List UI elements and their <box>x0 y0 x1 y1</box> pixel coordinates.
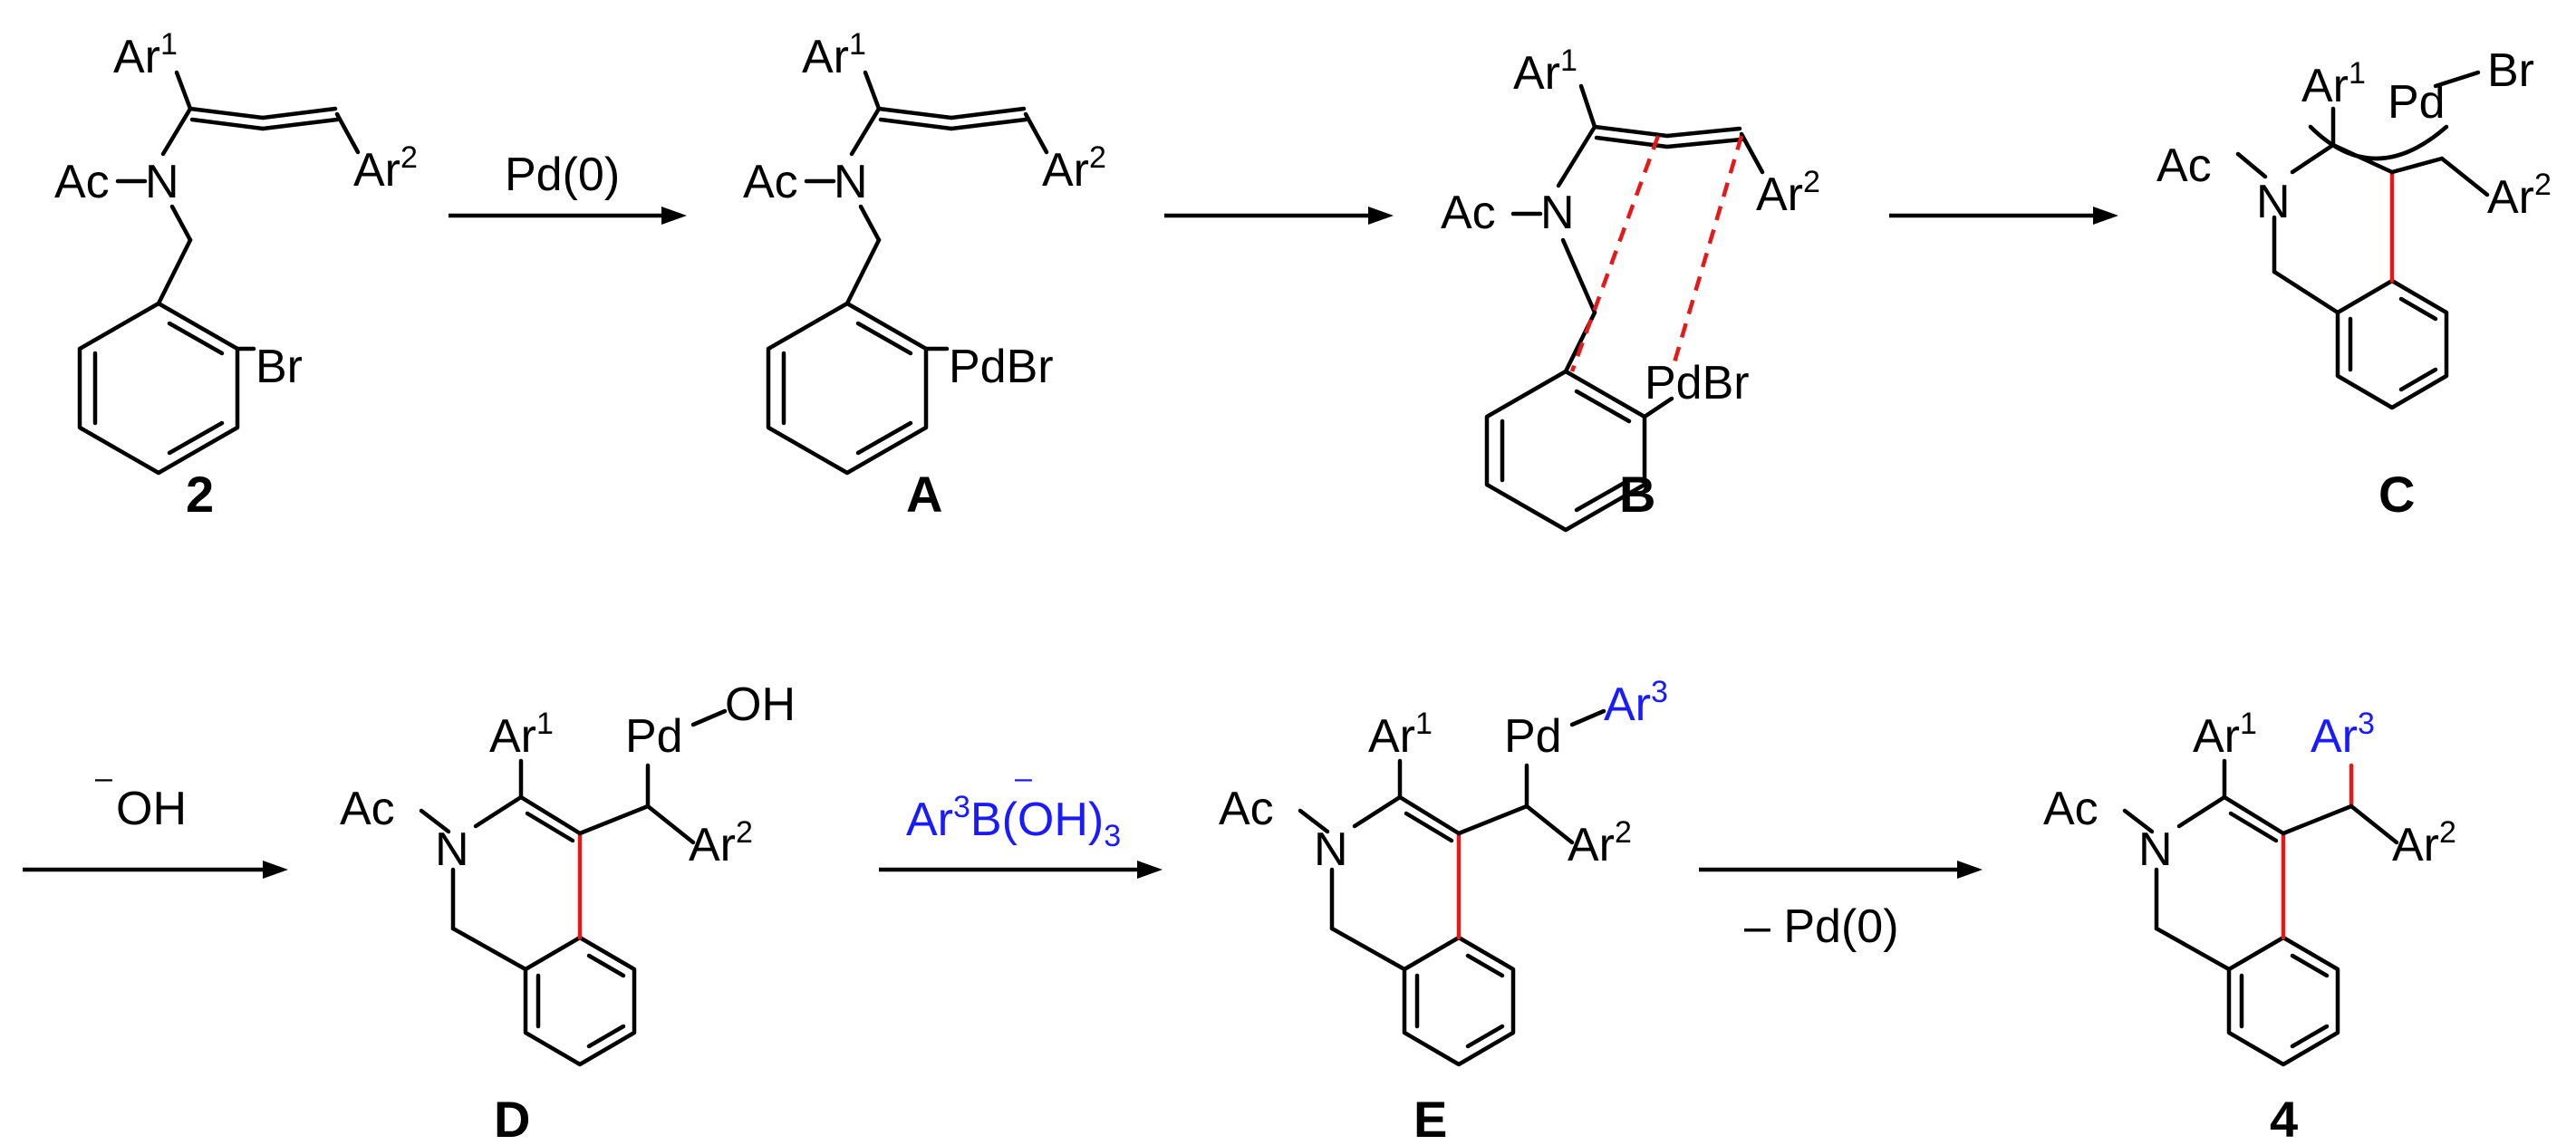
br-label: Br <box>2487 44 2534 97</box>
n-label: N <box>145 156 179 208</box>
compound-label-C: C <box>2378 466 2415 523</box>
pd-label: Pd <box>1504 710 1562 763</box>
benzene-ring <box>77 301 240 476</box>
compound-label-E: E <box>1413 1091 1447 1145</box>
pd-label: Pd <box>625 710 683 763</box>
arrow-4: – OH <box>23 761 288 879</box>
arrow-5: Ar3B(OH)3 – <box>879 761 1163 879</box>
benzene-ring <box>523 935 637 1067</box>
ar2-label: Ar2 <box>2392 815 2456 871</box>
ar1-label: Ar1 <box>1368 707 1433 763</box>
pdbr-label: PdBr <box>949 341 1054 393</box>
arrow-1: Pd(0) <box>449 149 687 225</box>
benzene-ring <box>1402 935 1516 1067</box>
benzene-ring <box>2226 935 2340 1067</box>
br-label: Br <box>256 341 303 393</box>
ar2-label: Ar2 <box>1756 165 1820 221</box>
arrow-1-reagent: Pd(0) <box>505 149 620 201</box>
ar1-label: Ar1 <box>489 707 554 763</box>
ar3-label: Ar3 <box>1604 675 1668 731</box>
ar2-label: Ar2 <box>2487 168 2552 224</box>
benzene-ring <box>2335 278 2449 410</box>
arrow-5-minus: – <box>1015 761 1032 795</box>
compound-D: Ar1 Pd OH Ac N Ar2 D <box>340 678 796 1145</box>
ac-label: Ac <box>340 783 395 835</box>
compound-B: Ar1 Ac N Ar2 PdBr B <box>1441 43 1820 533</box>
ar1-label: Ar1 <box>802 27 866 83</box>
n-label: N <box>435 823 469 876</box>
n-label: N <box>834 156 868 208</box>
ac-label: Ac <box>54 156 110 208</box>
compound-A: Ar1 Ac N Ar2 PdBr A <box>743 27 1106 523</box>
arrow-2 <box>1164 207 1394 225</box>
allyl-arc <box>2308 124 2449 161</box>
n-label: N <box>1540 187 1575 239</box>
ar3-label: Ar3 <box>2311 707 2375 763</box>
compound-2: Ar1 Ac N Ar2 Br 2 <box>54 27 418 523</box>
arrow-6: – Pd(0) <box>1699 861 1983 953</box>
ac-label: Ac <box>1219 783 1274 835</box>
arrow-5-reagent: Ar3B(OH)3 <box>906 790 1121 853</box>
n-label: N <box>1314 823 1348 876</box>
arrow-3 <box>1889 207 2118 225</box>
compound-4: Ar1 Ar3 Ac N Ar2 4 <box>2043 707 2456 1145</box>
arrow-4-minus: – <box>95 761 112 795</box>
ar1-label: Ar1 <box>2301 56 2366 112</box>
ar1-label: Ar1 <box>2193 707 2257 763</box>
ar1-label: Ar1 <box>1513 43 1577 100</box>
ar1-label: Ar1 <box>113 27 178 83</box>
ar2-label: Ar2 <box>689 815 753 871</box>
n-label: N <box>2138 823 2173 876</box>
ar2-label: Ar2 <box>1568 815 1632 871</box>
ac-label: Ac <box>1441 187 1496 239</box>
arrow-6-reagent: – Pd(0) <box>1744 900 1899 953</box>
ac-label: Ac <box>2156 140 2212 192</box>
ac-label: Ac <box>2043 783 2098 835</box>
benzene-ring <box>766 301 929 476</box>
compound-C: Ar1 Pd Br Ac N Ar2 C <box>2156 44 2552 523</box>
compound-E: Ar1 Pd Ar3 Ac N Ar2 E <box>1219 675 1668 1145</box>
compound-label-4: 4 <box>2270 1091 2298 1145</box>
ar2-label: Ar2 <box>353 140 418 197</box>
ar2-label: Ar2 <box>1042 140 1106 197</box>
compound-label-D: D <box>494 1091 530 1145</box>
ac-label: Ac <box>743 156 798 208</box>
compound-label-A: A <box>906 466 942 523</box>
arrow-4-reagent: OH <box>116 783 187 835</box>
compound-label-2: 2 <box>186 466 214 523</box>
pd-label: Pd <box>2388 76 2446 129</box>
oh-label: OH <box>725 678 796 731</box>
n-label: N <box>2256 176 2291 228</box>
pdbr-label: PdBr <box>1645 357 1750 409</box>
compound-label-B: B <box>1619 466 1655 523</box>
